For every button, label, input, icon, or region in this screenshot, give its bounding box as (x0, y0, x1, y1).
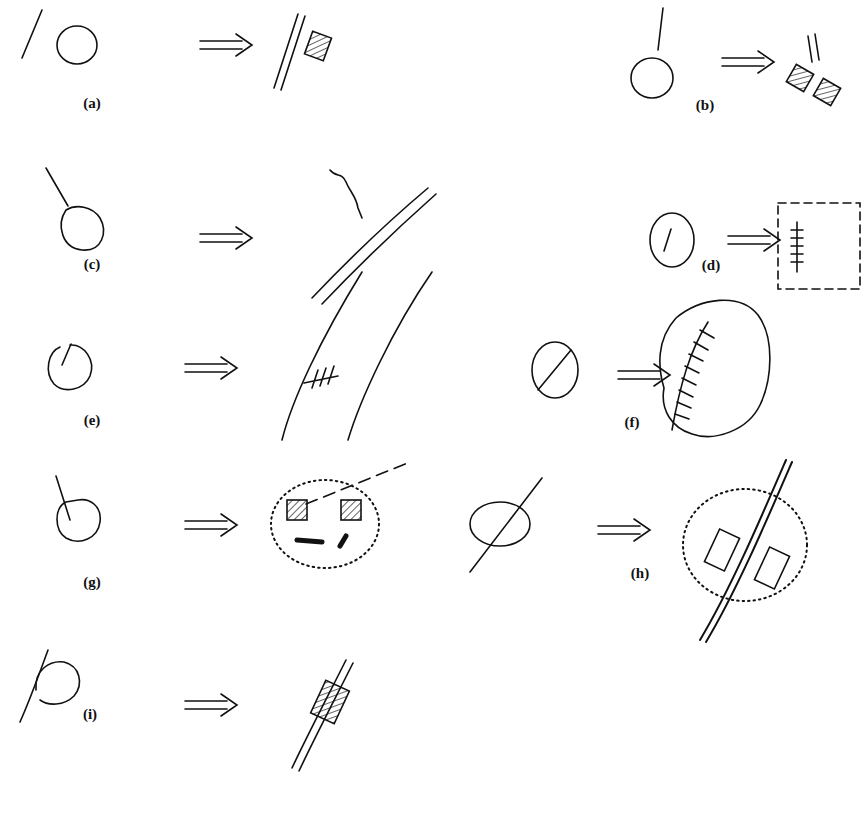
panel-d (650, 203, 860, 289)
panel-e (48, 272, 432, 440)
panel-label: (d) (702, 257, 720, 274)
panel-label: (f) (625, 414, 640, 431)
panel-label: (h) (631, 565, 649, 582)
panel-label: (a) (83, 95, 101, 112)
panel-label: (e) (84, 412, 101, 429)
panel-i (20, 650, 353, 771)
panel-label: (g) (83, 574, 101, 591)
panel-c (46, 168, 436, 304)
panel-label: (i) (83, 706, 97, 723)
panel-h (470, 460, 807, 642)
panel-label: (b) (696, 97, 714, 114)
panel-label: (c) (84, 256, 101, 273)
panel-a (22, 10, 332, 90)
panel-b (631, 8, 841, 106)
panel-f (532, 300, 770, 436)
panel-g (56, 462, 410, 568)
